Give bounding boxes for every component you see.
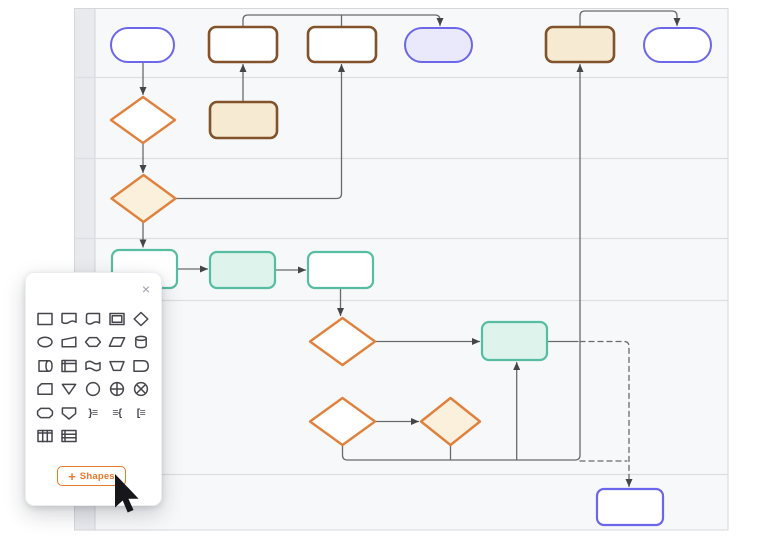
shape-icon-ellipse[interactable] xyxy=(33,331,57,355)
node-tan-task-top[interactable] xyxy=(544,25,616,64)
shape-icon-grid: }≡ ≡{ [≡ xyxy=(33,307,153,448)
node-decision-1[interactable] xyxy=(109,95,177,145)
shape-icon-parallelogram[interactable] xyxy=(105,331,129,355)
shape-icon-document[interactable] xyxy=(57,307,81,331)
shape-icon-curled-document[interactable] xyxy=(81,307,105,331)
node-end-terminator-1[interactable] xyxy=(404,27,473,63)
connector-decision2-to-task2[interactable] xyxy=(174,63,345,200)
connector-decisions-to-tantop[interactable] xyxy=(341,63,584,461)
node-end-terminator-2[interactable] xyxy=(643,27,712,63)
node-green-task-b[interactable] xyxy=(208,250,277,290)
shape-icon-brace-left[interactable]: ≡{ xyxy=(112,406,122,419)
add-shapes-label: Shapes xyxy=(79,470,115,482)
node-task-1[interactable] xyxy=(207,25,279,64)
shape-icon-stored-data[interactable] xyxy=(33,354,57,378)
shape-icon-hexagon[interactable] xyxy=(81,331,105,355)
connector-tantop-to-end2[interactable] xyxy=(579,10,681,28)
node-end-task-blue[interactable] xyxy=(595,487,665,527)
shape-icon-card[interactable] xyxy=(33,378,57,402)
add-shapes-button[interactable]: + Shapes xyxy=(57,466,126,486)
node-task-2[interactable] xyxy=(306,25,378,64)
shape-icon-bracket-note[interactable]: [≡ xyxy=(136,406,146,419)
shape-icon-internal-storage[interactable] xyxy=(57,354,81,378)
shape-icon-off-page-connector[interactable] xyxy=(57,401,81,425)
shape-icon-flag[interactable] xyxy=(81,354,105,378)
shape-icon-cylinder[interactable] xyxy=(129,331,153,355)
node-tan-task-2[interactable] xyxy=(208,100,279,140)
node-decision-2[interactable] xyxy=(110,173,177,224)
shape-icon-delay[interactable] xyxy=(129,354,153,378)
shape-icon-framed-rectangle[interactable] xyxy=(105,307,129,331)
shape-icon-manual-input[interactable] xyxy=(57,331,81,355)
close-icon[interactable]: × xyxy=(141,281,150,297)
shape-icon-table-rows[interactable] xyxy=(57,425,81,449)
shape-icon-triangle-down[interactable] xyxy=(57,378,81,402)
shape-icon-brace-right[interactable]: }≡ xyxy=(88,406,98,419)
shapes-panel: × }≡ ≡{ [≡ + Shapes xyxy=(25,272,162,506)
shape-icon-circle[interactable] xyxy=(81,378,105,402)
connector-dashed-to-end-task[interactable] xyxy=(579,340,633,488)
plus-icon: + xyxy=(68,468,76,484)
node-decision-4[interactable] xyxy=(308,396,377,447)
node-decision-3[interactable] xyxy=(308,316,377,367)
shape-icon-octagon[interactable] xyxy=(33,401,57,425)
shape-icon-circle-cross[interactable] xyxy=(105,378,129,402)
shape-icon-table-columns[interactable] xyxy=(33,425,57,449)
node-green-task-d[interactable] xyxy=(480,320,549,362)
shape-icon-circle-x[interactable] xyxy=(129,378,153,402)
shape-icon-rectangle[interactable] xyxy=(33,307,57,331)
node-start-terminator[interactable] xyxy=(110,27,175,63)
shape-icon-diamond[interactable] xyxy=(129,307,153,331)
node-green-task-c[interactable] xyxy=(306,250,375,290)
node-decision-5[interactable] xyxy=(419,396,482,447)
shape-icon-inverted-trapezoid[interactable] xyxy=(105,354,129,378)
